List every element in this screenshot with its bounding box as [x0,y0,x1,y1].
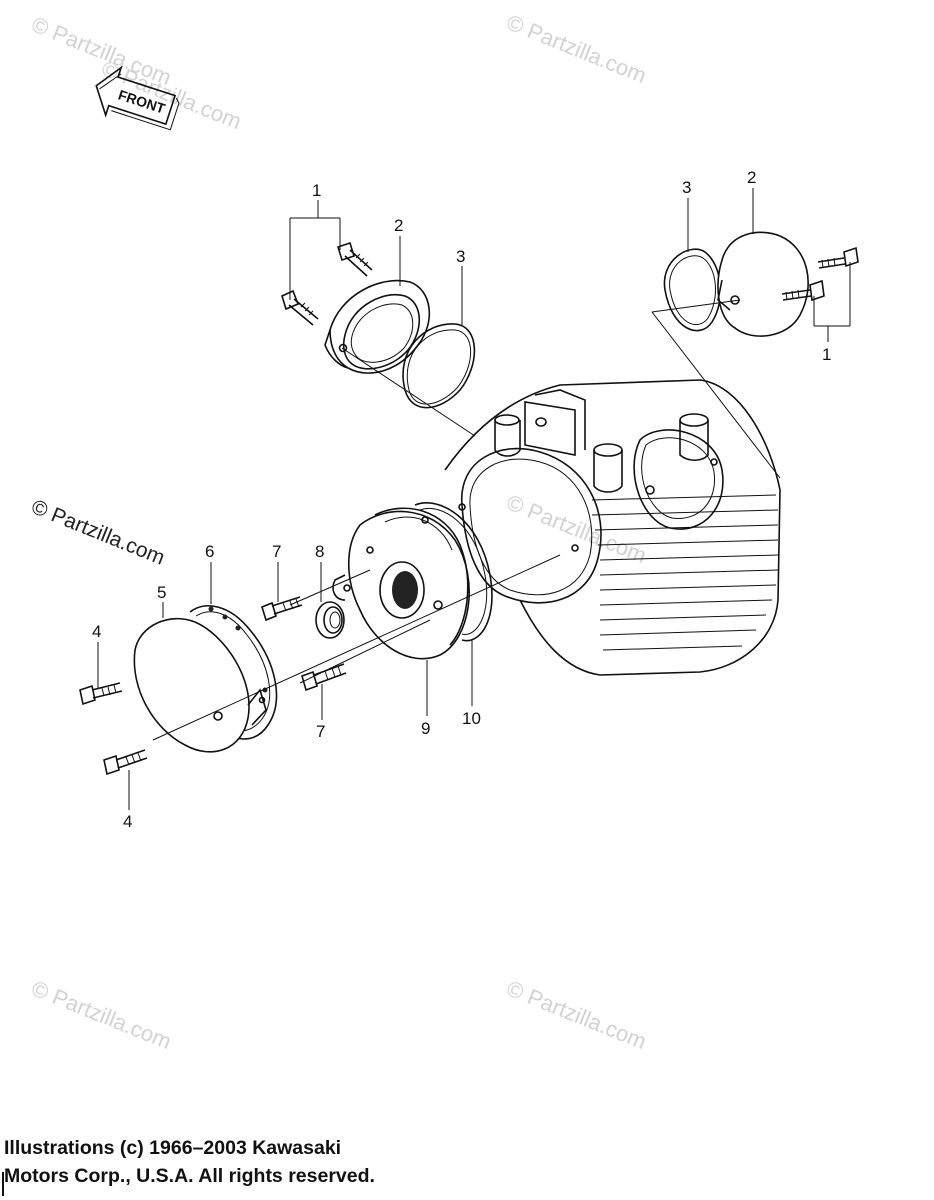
callout-housing-bolt-top: 7 [272,542,281,561]
callout-cover-screw-bottom: 4 [123,812,132,831]
watermark: © Partzilla.com [503,975,650,1054]
housing [332,507,470,660]
front-assembly-leader [299,619,431,684]
housing-bolt [261,596,303,622]
housing-oring [414,502,493,642]
callout-right-cover: 2 [747,168,756,187]
cover-screw [79,682,123,706]
callout-left-cover-bolt: 1 [312,181,321,200]
cover-screw [103,749,148,776]
left-cover-oring [402,323,476,409]
left-cover [324,279,431,374]
left-cover-bolt [281,289,319,326]
watermark: © Partzilla.com [28,975,175,1054]
copyright-line-1: Illustrations (c) 1966–2003 Kawasaki [4,1137,342,1159]
right-cover [717,231,809,337]
callout-end-gasket: 6 [205,542,214,561]
right-cover-leader [651,311,781,479]
front-assembly-leader [289,569,371,606]
watermark-overlay: © Partzilla.com [28,495,168,569]
watermark: © Partzilla.com [503,9,650,88]
right-cover-oring [663,248,722,332]
callout-housing-bolt-bottom: 7 [316,722,325,741]
callout-right-cover-bolt: 1 [822,345,831,364]
front-assembly-leader [152,554,561,741]
left-cover-leader [341,347,476,437]
callout-housing-oring: 10 [462,709,481,728]
callout-left-cover-oring: 3 [456,247,465,266]
right-cover-bolt [817,246,859,269]
right-cover-bolt [781,279,825,302]
end-cover [133,617,267,753]
callout-end-cover: 5 [157,583,166,602]
callout-oil-seal: 8 [315,542,324,561]
right-cover-leader [651,299,741,313]
copyright-line-2: Motors Corp., U.S.A. All rights reserved… [4,1165,375,1187]
page-edge-mark [2,1172,4,1196]
callout-left-cover: 2 [394,216,403,235]
cylinder-head [444,379,781,676]
oil-seal [315,601,345,639]
callout-housing: 9 [421,719,430,738]
housing-bolt [301,663,347,692]
callout-right-cover-oring: 3 [682,178,691,197]
left-cover-bolt [337,241,373,277]
callout-cover-screw-top: 4 [92,622,101,641]
